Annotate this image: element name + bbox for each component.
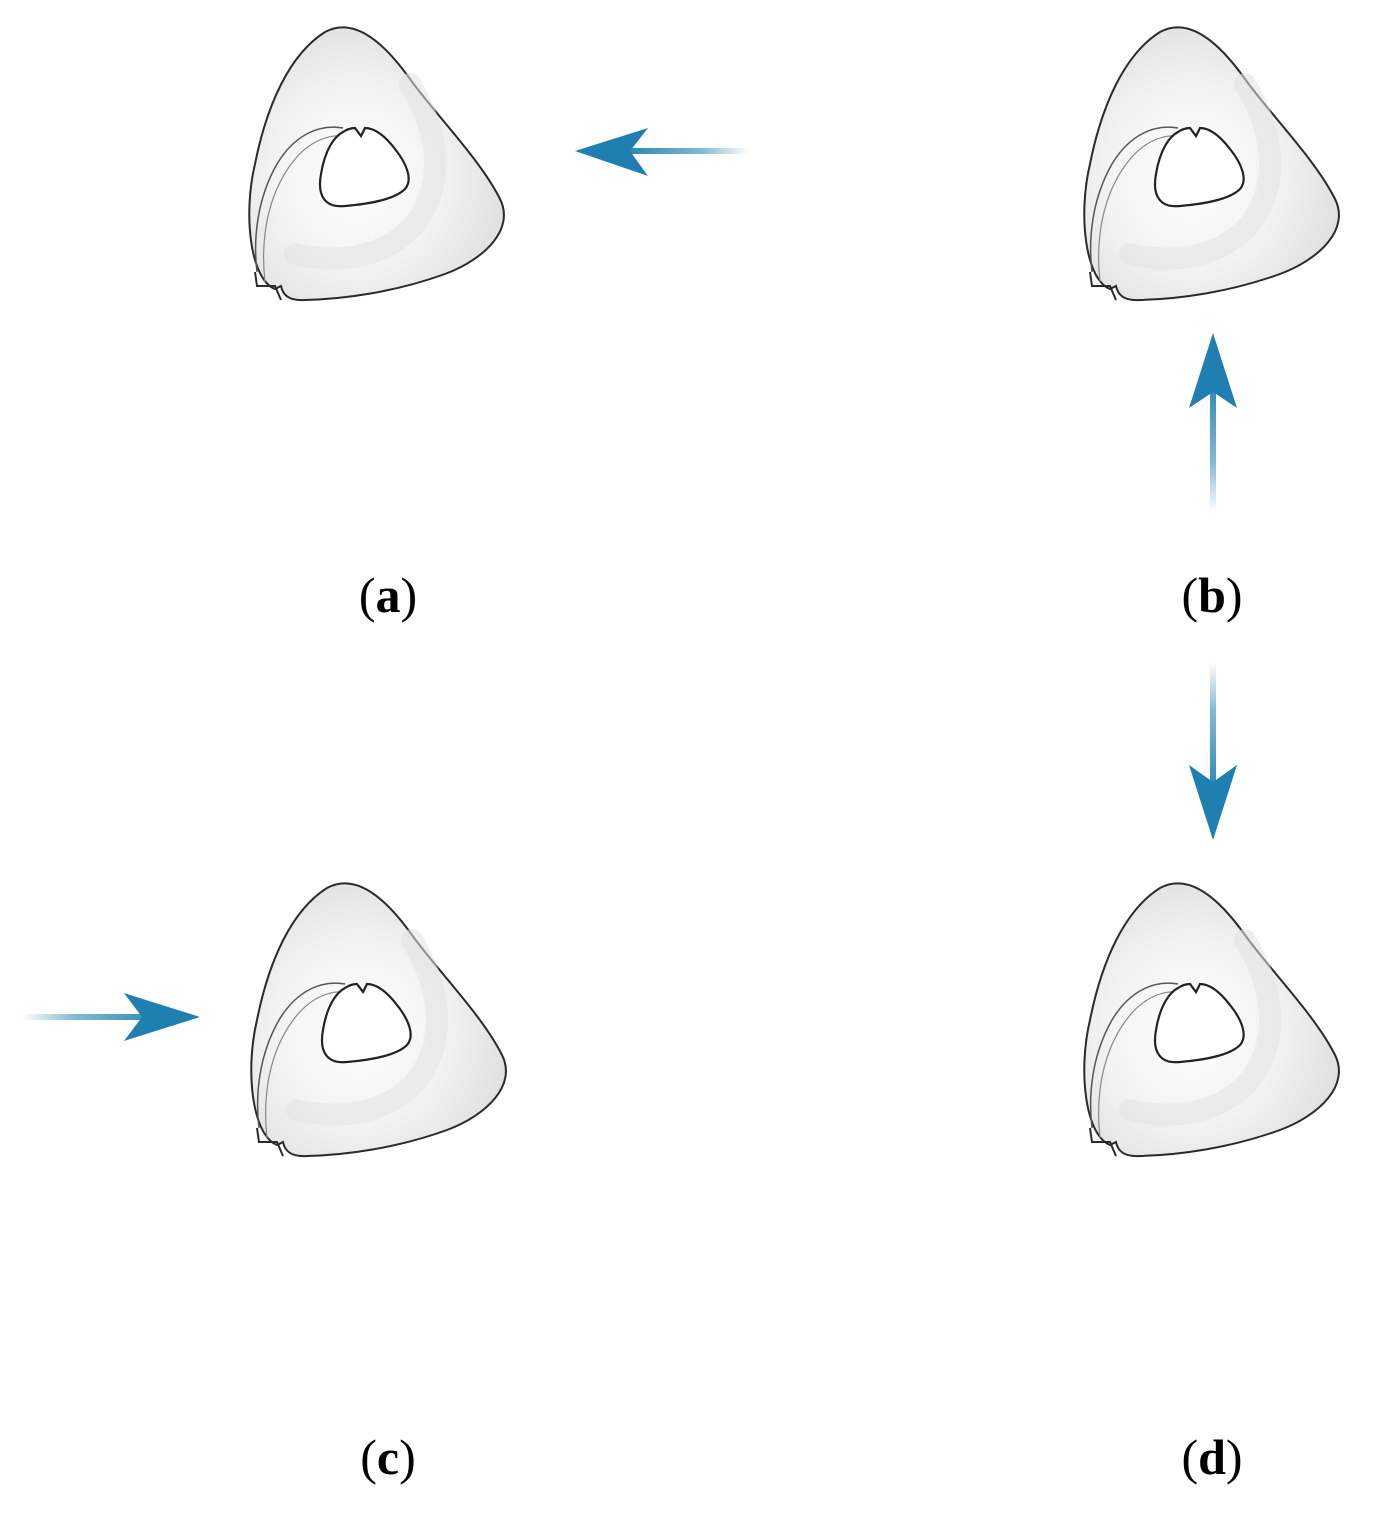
spiral-body-a [249, 27, 504, 300]
arrow-down-d [1189, 662, 1237, 840]
spiral-body-c [251, 883, 506, 1156]
arrow-right-c [22, 993, 200, 1041]
panel-d [1084, 662, 1339, 1156]
label-letter: c [376, 1429, 400, 1485]
panel-label-c: (c) [360, 1432, 416, 1482]
label-open-paren: ( [360, 1429, 377, 1485]
label-open-paren: ( [1181, 1429, 1199, 1485]
arrow-up-b [1189, 333, 1237, 512]
panel-b [1084, 27, 1339, 512]
label-close-paren: ) [1225, 1429, 1243, 1485]
label-open-paren: ( [358, 567, 376, 623]
panel-c [22, 883, 506, 1156]
panel-a [249, 27, 748, 300]
label-letter: b [1198, 567, 1226, 623]
panel-label-b: (b) [1181, 570, 1242, 620]
label-letter: d [1198, 1429, 1226, 1485]
label-letter: a [375, 567, 401, 623]
panel-label-d: (d) [1181, 1432, 1242, 1482]
panel-label-a: (a) [359, 570, 417, 620]
spiral-body-b [1084, 27, 1339, 300]
label-close-paren: ) [400, 567, 418, 623]
label-close-paren: ) [399, 1429, 416, 1485]
spiral-body-d [1084, 883, 1339, 1156]
label-close-paren: ) [1225, 567, 1243, 623]
label-open-paren: ( [1181, 567, 1199, 623]
arrow-left-a [575, 128, 748, 176]
